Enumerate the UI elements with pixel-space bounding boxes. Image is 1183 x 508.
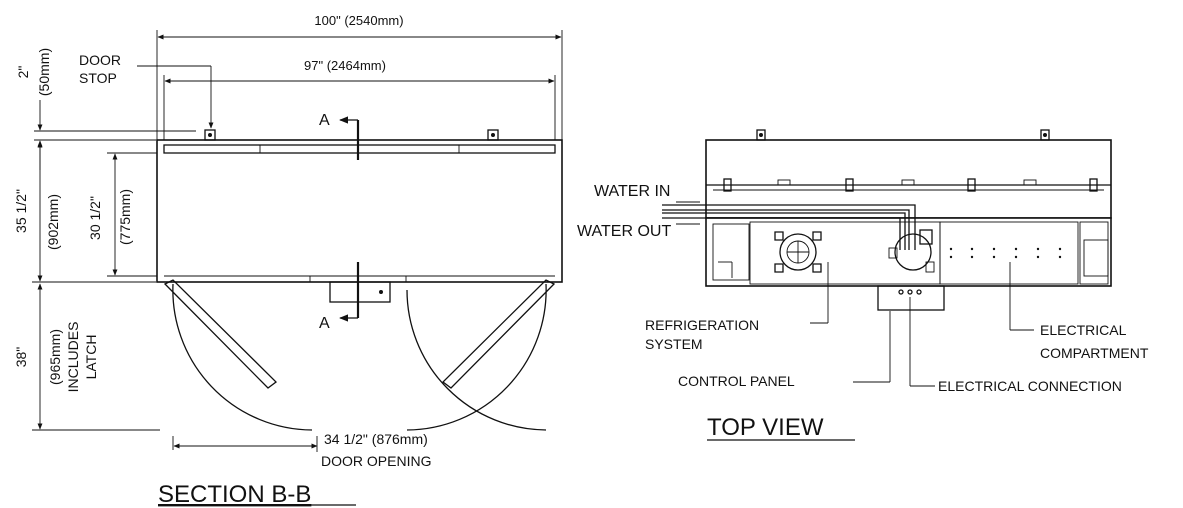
outer-depth-inch: 35 1/2" — [13, 189, 29, 233]
electrical-compartment-callout: ELECTRICAL COMPARTMENT — [1009, 262, 1149, 361]
top-view-title: TOP VIEW — [707, 414, 824, 441]
door-swing-inch: 38" — [13, 347, 29, 368]
door-swing-dimension: 38" (965mm) INCLUDES LATCH — [13, 283, 160, 431]
inner-width-label: 97" (2464mm) — [304, 58, 386, 73]
overall-width-dimension: 100" (2540mm) — [156, 13, 563, 140]
refrigeration-callout: REFRIGERATION SYSTEM — [645, 262, 829, 352]
overall-width-label: 100" (2540mm) — [314, 13, 403, 28]
section-title: SECTION B-B — [158, 481, 311, 508]
door-swing-mm: (965mm) — [47, 329, 63, 385]
section-b-b-drawing: 100" (2540mm) 97" (2464mm) DOOR STOP 2" … — [13, 13, 563, 508]
door-stop-left — [204, 129, 216, 141]
compressor — [774, 231, 822, 273]
electrical-connection-callout: ELECTRICAL CONNECTION — [909, 297, 1122, 394]
door-opening-dim: 34 1/2" (876mm) — [324, 431, 428, 447]
electrical-connection-label: ELECTRICAL CONNECTION — [938, 378, 1122, 394]
water-out-label: WATER OUT — [577, 223, 671, 240]
refrigeration-label-line1: REFRIGERATION — [645, 317, 759, 333]
control-panel-label: CONTROL PANEL — [678, 373, 795, 389]
stop-offset-mm: (50mm) — [36, 48, 52, 96]
inner-depth-inch: 30 1/2" — [87, 196, 103, 240]
door-opening-dimension: 34 1/2" (876mm) DOOR OPENING — [173, 431, 431, 469]
inner-depth-mm: (775mm) — [117, 189, 133, 245]
door-stop-callout: DOOR STOP — [79, 52, 214, 129]
door-opening-label: DOOR OPENING — [321, 453, 431, 469]
stop-offset-inch: 2" — [15, 66, 31, 79]
control-panel-callout: CONTROL PANEL — [678, 311, 891, 389]
outer-depth-mm: (902mm) — [45, 194, 61, 250]
door-swing-note-line1: INCLUDES — [65, 322, 81, 393]
electrical-compartment-label-line1: ELECTRICAL — [1040, 322, 1127, 338]
left-door — [163, 279, 313, 450]
door-stop-right — [487, 129, 499, 141]
inner-depth-dimension: 30 1/2" (775mm) — [87, 152, 163, 277]
outer-depth-dimension: 35 1/2" (902mm) — [13, 141, 156, 283]
cabinet-section — [156, 129, 563, 303]
section-marker-top: A — [319, 112, 330, 129]
top-view-drawing: WATER IN WATER OUT REFRIGERATION SYSTEM … — [577, 129, 1149, 441]
refrigeration-label-line2: SYSTEM — [645, 336, 703, 352]
section-cut-line: A A — [319, 112, 360, 332]
door-swing-note-line2: LATCH — [83, 335, 99, 380]
latch — [329, 281, 391, 303]
electrical-compartment-label-line2: COMPARTMENT — [1040, 345, 1149, 361]
water-in-label: WATER IN — [594, 183, 670, 200]
right-door — [406, 279, 556, 431]
inner-width-dimension: 97" (2464mm) — [163, 58, 556, 145]
water-pipes — [662, 204, 916, 250]
door-stop-label-line2: STOP — [79, 70, 117, 86]
section-marker-bottom: A — [319, 315, 330, 332]
control-box — [877, 285, 945, 311]
condenser-fitting — [888, 229, 935, 273]
door-stop-label-line1: DOOR — [79, 52, 121, 68]
